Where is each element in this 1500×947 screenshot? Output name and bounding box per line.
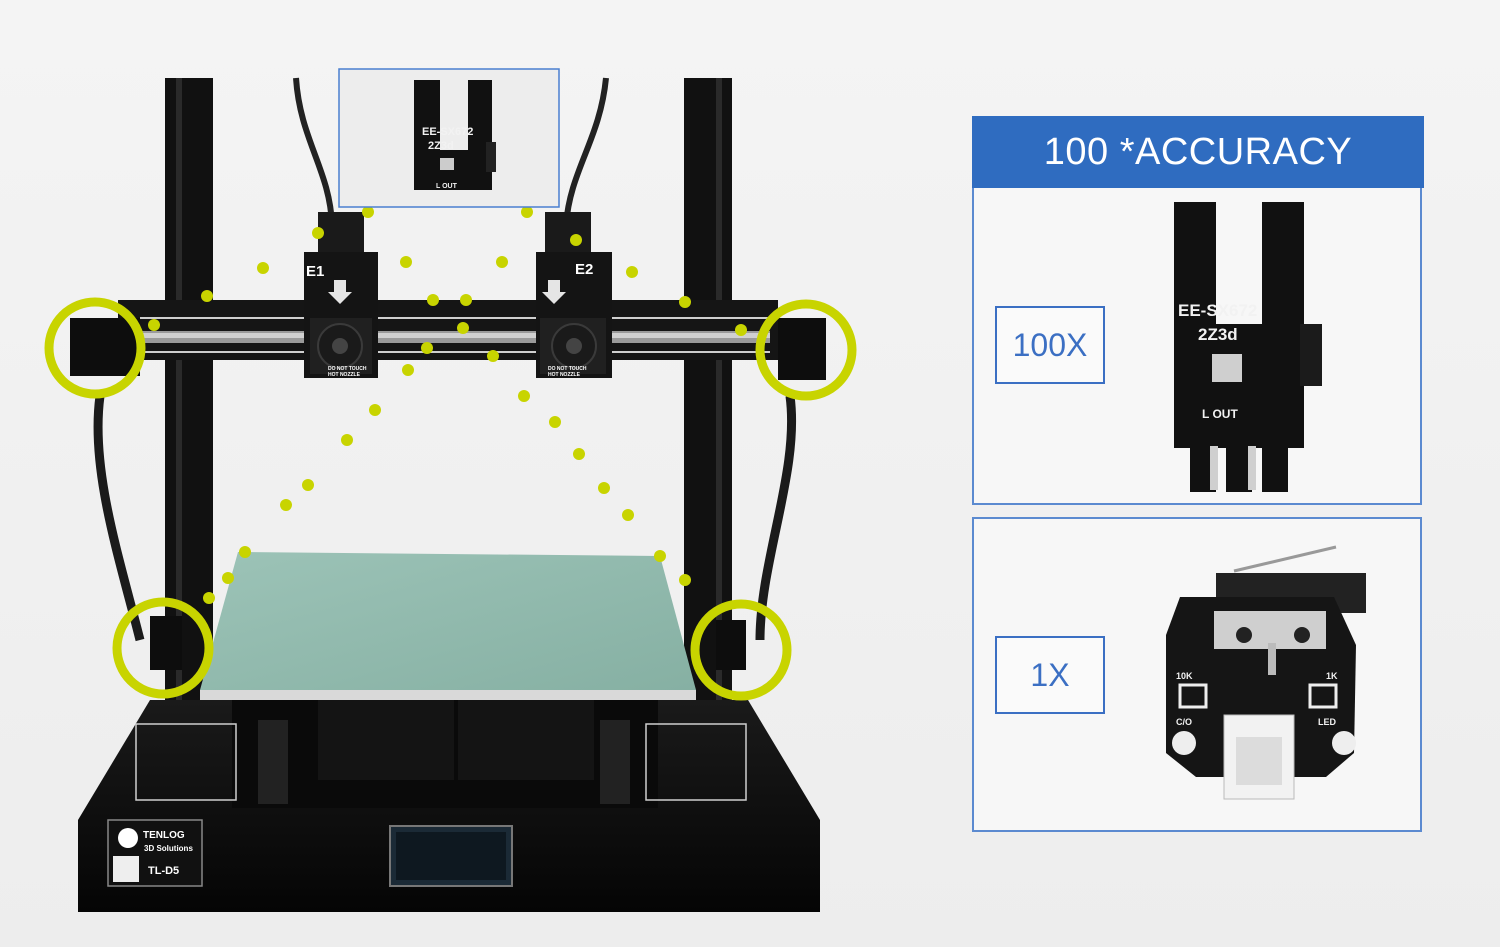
highlight-left-top: [44, 297, 146, 399]
svg-text:10K: 10K: [1176, 671, 1193, 681]
mechanical-multiplier: 1X: [995, 636, 1105, 714]
build-plate: [200, 552, 696, 690]
model-name: TL-D5: [148, 865, 179, 877]
svg-text:LED: LED: [1318, 717, 1337, 727]
svg-text:2Z3d: 2Z3d: [1198, 325, 1238, 344]
dotted-guide-lines: [148, 206, 747, 604]
extruder-e2: E2 DO NOT TOUCH HOT NOZZLE: [536, 212, 612, 378]
svg-text:HOT NOZZLE: HOT NOZZLE: [548, 372, 581, 378]
svg-text:L OUT: L OUT: [436, 183, 458, 190]
endstop-highlights: [44, 297, 857, 701]
accuracy-banner: 100 *ACCURACY: [972, 116, 1424, 188]
optical-sensor-panel: 100X EE-SX672 2Z3d L OUT: [972, 188, 1422, 505]
mechanical-switch-panel: 1X 10K 1K C/O LED: [972, 517, 1422, 832]
right-x-motor: [778, 318, 826, 380]
svg-text:DO NOT TOUCH: DO NOT TOUCH: [328, 366, 367, 372]
e2-label: E2: [575, 261, 593, 278]
svg-text:2Z3d: 2Z3d: [428, 140, 454, 152]
extruder-e1: E1 DO NOT TOUCH HOT NOZZLE: [304, 212, 378, 378]
brand-name: TENLOG: [143, 830, 185, 841]
svg-text:EE-SX672: EE-SX672: [422, 126, 473, 138]
svg-text:3D Solutions: 3D Solutions: [144, 844, 193, 853]
svg-text:DO NOT TOUCH: DO NOT TOUCH: [548, 366, 587, 372]
svg-text:L OUT: L OUT: [1202, 407, 1238, 421]
x-gantry: [118, 300, 778, 360]
svg-text:1K: 1K: [1326, 671, 1338, 681]
highlight-right-top: [755, 299, 857, 401]
e1-label: E1: [306, 263, 324, 280]
optical-multiplier: 100X: [995, 306, 1105, 384]
highlight-right-bottom: [690, 599, 792, 701]
mechanical-switch-image: 10K 1K C/O LED: [1166, 545, 1366, 800]
svg-text:EE-SX672: EE-SX672: [1178, 301, 1257, 320]
highlight-left-bottom: [112, 597, 214, 699]
optical-sensor-image: EE-SX672 2Z3d L OUT: [1174, 202, 1322, 492]
left-x-motor: [70, 318, 140, 376]
inset-sensor: EE-SX672 2Z3d L OUT: [414, 80, 496, 190]
svg-text:HOT NOZZLE: HOT NOZZLE: [328, 372, 361, 378]
svg-text:C/O: C/O: [1176, 717, 1192, 727]
